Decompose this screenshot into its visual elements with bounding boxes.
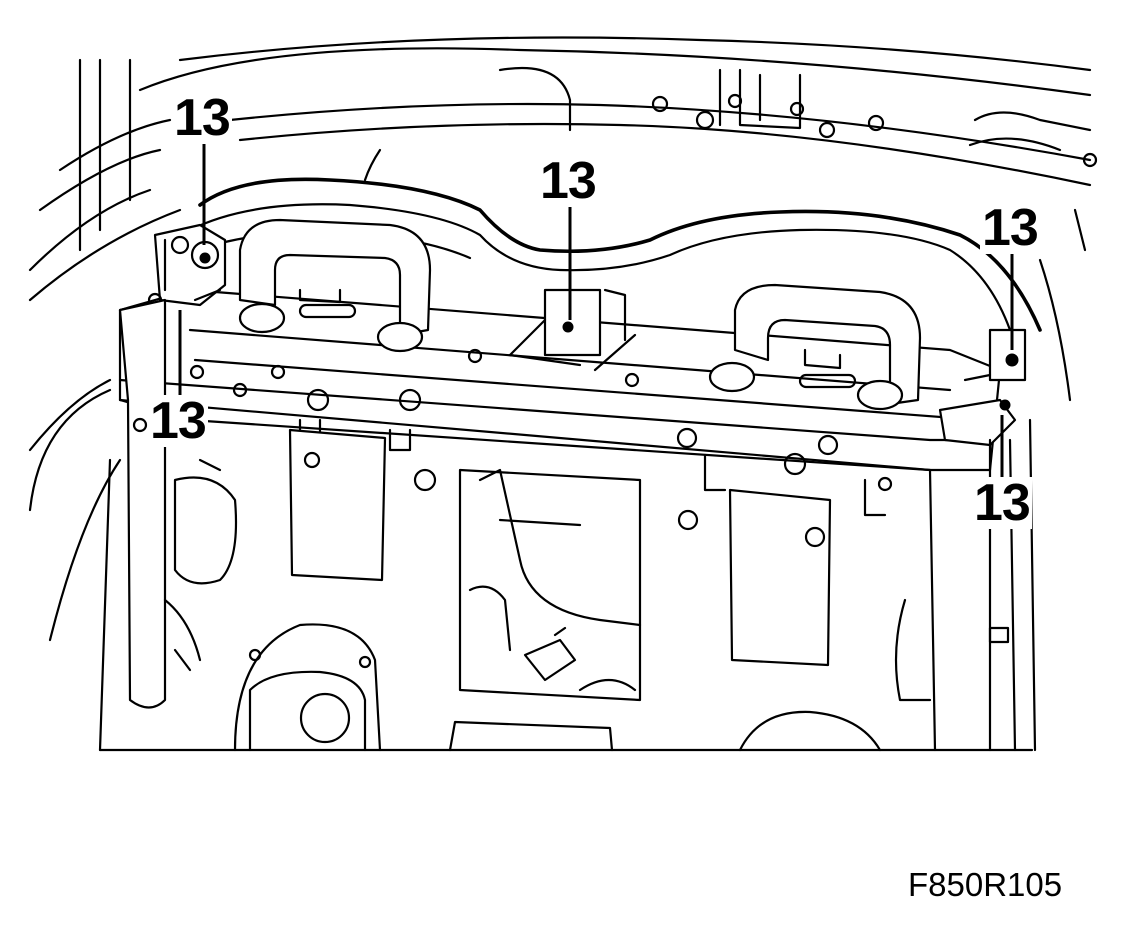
right-grab-handle — [708, 283, 922, 411]
callout-label-top-left: 13 — [172, 89, 232, 147]
callout-label-bottom-right: 13 — [972, 474, 1032, 532]
left-hinge-bracket — [147, 223, 227, 308]
left-grab-handle — [238, 218, 432, 353]
callout-leaders — [178, 140, 1014, 480]
callout-label-top-right: 13 — [980, 199, 1040, 257]
callout-label-bottom-left: 13 — [148, 392, 208, 450]
seat-back-panels — [288, 428, 832, 702]
figure-code: F850R105 — [908, 866, 1063, 903]
roof-structure — [28, 36, 1098, 452]
center-bracket — [508, 288, 637, 372]
right-hinge-bracket — [938, 258, 1072, 447]
callout-label-top-center: 13 — [538, 152, 598, 210]
lower-cutouts — [233, 623, 882, 752]
